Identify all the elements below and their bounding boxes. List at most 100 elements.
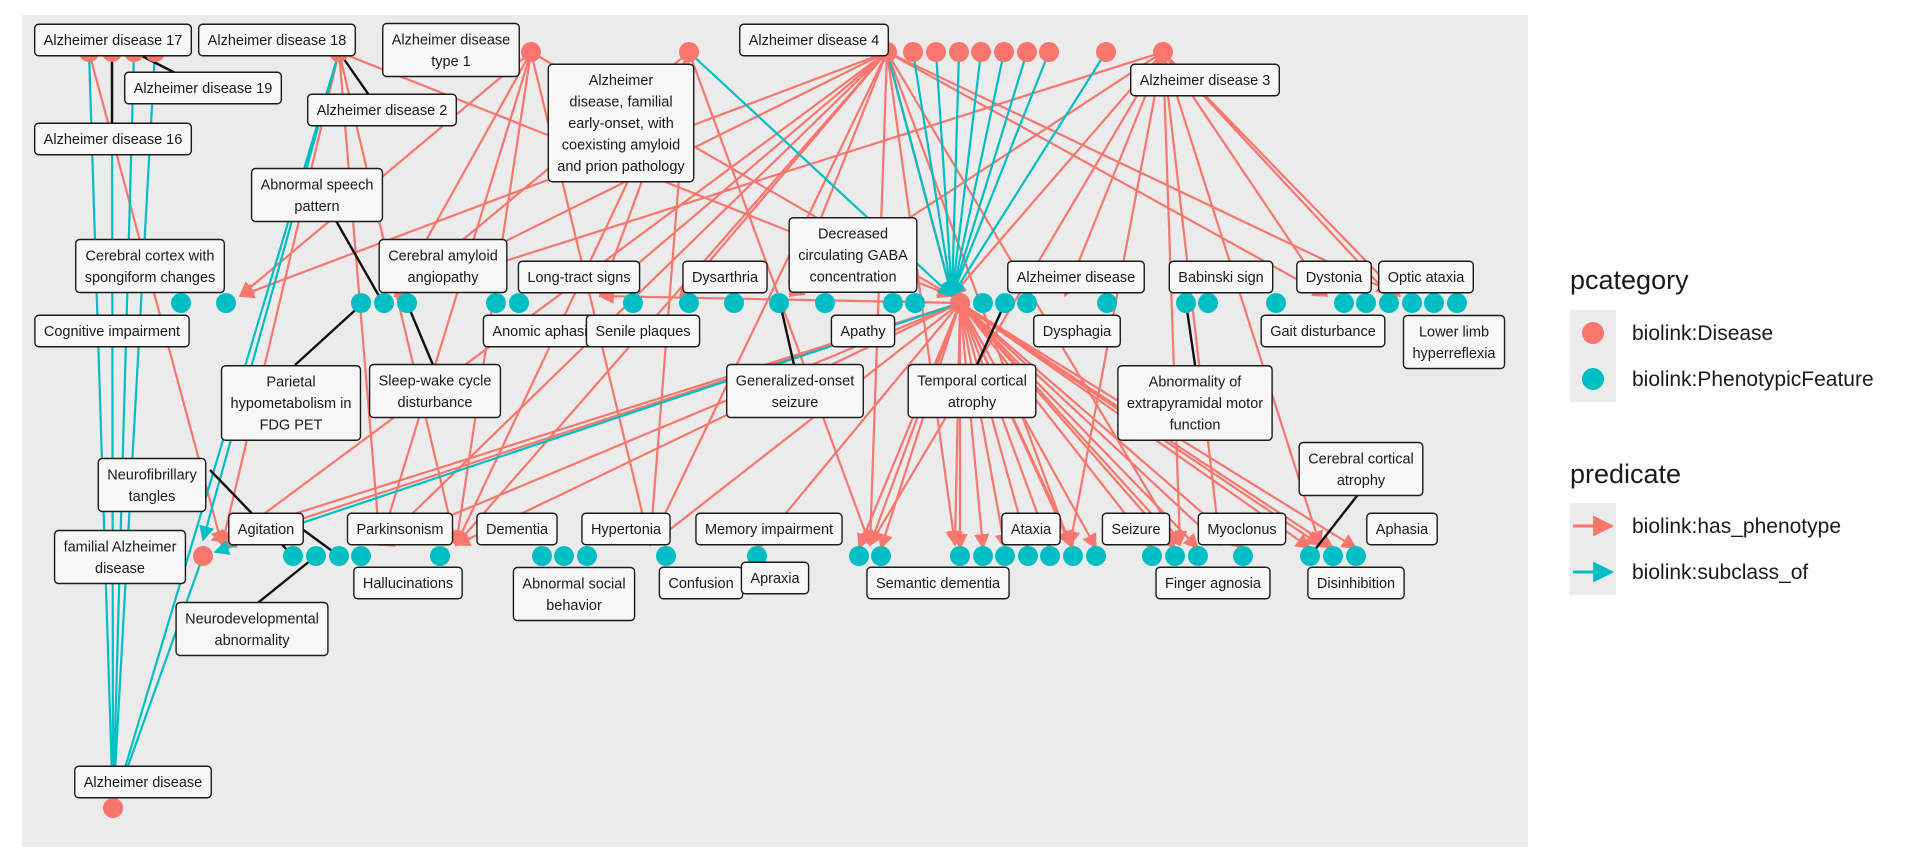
label-box: [1307, 566, 1405, 600]
label-box: [1001, 512, 1061, 546]
label-box: [250, 167, 384, 223]
label-text: Parietal: [266, 375, 315, 391]
phenotype-node: [374, 293, 394, 313]
label-box: [476, 512, 558, 546]
label-text: Aphasia: [1376, 522, 1429, 538]
label-text: Alzheimer disease: [392, 32, 510, 48]
label-box: [1117, 365, 1273, 441]
has-phenotype-edge: [959, 302, 1153, 550]
node-label-aph: Aphasia: [1366, 512, 1438, 546]
has-phenotype-edge: [393, 50, 1164, 300]
label-box: [1197, 512, 1287, 546]
phenotype-node: [995, 293, 1015, 313]
phenotype-node: [329, 546, 349, 566]
label-box: [866, 566, 1010, 600]
label-text: hyperreflexia: [1412, 346, 1496, 362]
has-phenotype-edge: [238, 51, 532, 297]
phenotype-node: [1097, 293, 1117, 313]
label-box: [378, 238, 508, 294]
label-text: coexisting amyloid: [562, 138, 680, 154]
label-text: Generalized-onset: [736, 373, 855, 389]
label-text: concentration: [809, 270, 896, 286]
has-phenotype-edge: [454, 51, 888, 547]
has-phenotype-edge: [959, 302, 1200, 550]
phenotype-node: [724, 293, 744, 313]
label-box: [75, 238, 225, 294]
disease-node: [1039, 42, 1059, 62]
label-leader-line: [248, 555, 317, 611]
phenotype-node: [1040, 546, 1060, 566]
node-label-adz: Alzheimer disease: [1007, 260, 1145, 294]
phenotype-node: [216, 293, 236, 313]
phenotype-node: [1165, 546, 1185, 566]
phenotype-node: [905, 293, 925, 313]
phenotype-node: [554, 546, 574, 566]
phenotype-node: [679, 293, 699, 313]
label-text: tangles: [129, 489, 176, 505]
label-text: Gait disturbance: [1270, 324, 1376, 340]
node-label-ad19: Alzheimer disease 19: [123, 71, 283, 105]
node-label-myo: Myoclonus: [1197, 512, 1287, 546]
label-box: [1101, 512, 1171, 546]
node-label-ad16: Alzheimer disease 16: [33, 122, 193, 156]
node-label-hal: Hallucinations: [353, 566, 463, 600]
label-text: Alzheimer disease 16: [44, 132, 183, 148]
label-text: Abnormality of: [1149, 375, 1243, 391]
label-text: Agitation: [238, 522, 294, 538]
label-text: Disinhibition: [1317, 576, 1395, 592]
label-text: Anomic aphasia: [492, 324, 596, 340]
label-text: FDG PET: [260, 418, 323, 434]
phenotype-node: [283, 546, 303, 566]
phenotype-node: [995, 546, 1015, 566]
label-text: Abnormal speech: [261, 177, 374, 193]
subclass-of-edge: [945, 51, 983, 298]
label-box: [1155, 566, 1271, 600]
label-text: spongiform changes: [85, 270, 216, 286]
label-text: Apraxia: [750, 571, 800, 587]
node-label-sen: Senile plaques: [585, 314, 701, 348]
phenotype-node: [1188, 546, 1208, 566]
has-phenotype-edge: [867, 302, 962, 547]
phenotype-node: [1017, 293, 1037, 313]
label-box: [197, 23, 357, 57]
label-box: [907, 363, 1037, 419]
disease-node: [926, 42, 946, 62]
label-text: Sleep-wake cycle: [379, 373, 492, 389]
node-label-dys: Dysarthria: [682, 260, 768, 294]
phenotype-node: [1233, 546, 1253, 566]
subclass-of-edge: [87, 51, 115, 809]
label-text: Long-tract signs: [527, 270, 630, 286]
node-label-hyp: Hypertonia: [581, 512, 671, 546]
phenotype-node: [973, 546, 993, 566]
node-label-con: Confusion: [658, 566, 744, 600]
node-label-ana: Anomic aphasia: [482, 314, 606, 348]
disease-node: [949, 42, 969, 62]
has-phenotype-edge: [959, 302, 1245, 550]
phenotype-node: [623, 293, 643, 313]
label-text: Dystonia: [1306, 270, 1363, 286]
has-phenotype-edge: [959, 302, 1075, 550]
label-text: Lower limb: [1419, 324, 1489, 340]
node-label-fin: Finger agnosia: [1155, 566, 1271, 600]
legend-disease-dot: [1582, 322, 1604, 344]
label-text: Senile plaques: [595, 324, 690, 340]
label-text: abnormality: [215, 633, 291, 649]
phenotype-node: [1334, 293, 1354, 313]
phenotype-node: [849, 546, 869, 566]
disease-node: [193, 546, 213, 566]
node-label-par: Parkinsonism: [346, 512, 454, 546]
has-phenotype-edge: [217, 51, 341, 547]
label-box: [682, 260, 768, 294]
label-text: Hallucinations: [363, 576, 453, 592]
has-phenotype-edge: [877, 302, 962, 550]
label-text: Apathy: [840, 324, 886, 340]
has-phenotype-edge: [857, 302, 962, 550]
label-text: Temporal cortical: [917, 373, 1027, 389]
